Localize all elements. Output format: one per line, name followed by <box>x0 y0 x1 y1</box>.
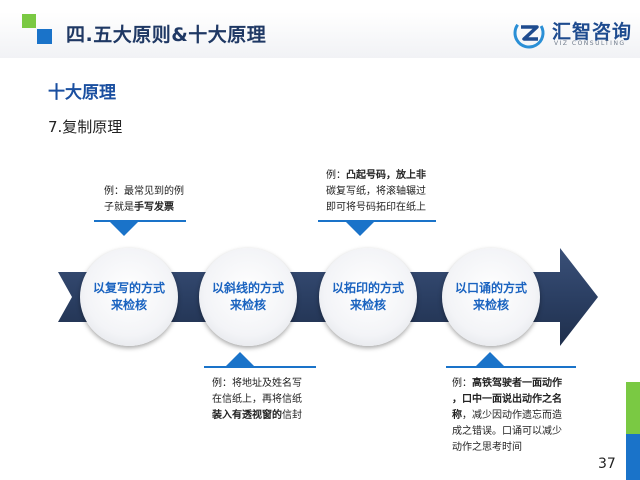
step-circle-4: 以口诵的方式 来检核 <box>442 248 540 346</box>
note-4-line-2: ，口中一面说出动作之名 <box>452 394 562 405</box>
footer-blue-bar <box>626 434 640 480</box>
step-circle-3: 以拓印的方式 来检核 <box>319 248 417 346</box>
note-4: 例：高铁驾驶者一面动作 ，口中一面说出动作之名 称，减少因动作遗忘而造 成之错误… <box>452 376 562 456</box>
header-blue-square <box>37 29 52 44</box>
header-green-square <box>22 14 36 28</box>
note-4-pointer <box>476 352 504 366</box>
step-3-line-1: 以拓印的方式 <box>331 281 404 295</box>
step-2-line-2: 来检核 <box>229 298 266 312</box>
header-band <box>0 12 640 58</box>
note-1-underline <box>94 220 186 222</box>
note-3-line-1b: 凸起号码，放上非 <box>346 170 426 181</box>
logo: 汇智咨询 VIZ CONSULTING <box>512 16 632 50</box>
note-2-line-3b: 信封 <box>282 410 302 421</box>
footer-green-bar <box>626 382 640 434</box>
note-4-line-1b: 高铁驾驶者一面动作 <box>472 378 562 389</box>
logo-subtitle: VIZ CONSULTING <box>554 40 626 47</box>
note-3-pointer <box>346 222 374 236</box>
slide-title: 四.五大原则&十大原理 <box>66 24 267 46</box>
page-number: 37 <box>598 456 616 472</box>
step-4-line-1: 以口诵的方式 <box>454 281 527 295</box>
note-1-pointer <box>110 222 138 236</box>
note-4-line-3b: ，减少因动作遗忘而造 <box>462 410 562 421</box>
step-circle-1: 以复写的方式 来检核 <box>80 248 178 346</box>
note-2: 例：将地址及姓名写 在信纸上，再将信纸 装入有透视窗的信封 <box>212 376 302 424</box>
note-3: 例：凸起号码，放上非 碳复写纸，将滚轴辗过 即可将号码拓印在纸上 <box>326 168 426 216</box>
note-3-line-3: 即可将号码拓印在纸上 <box>326 202 426 213</box>
note-2-line-1: 例：将地址及姓名写 <box>212 378 302 389</box>
note-1-line-2a: 子就是 <box>104 202 134 213</box>
step-circle-2: 以斜线的方式 来检核 <box>199 248 297 346</box>
note-2-overline <box>204 366 316 368</box>
note-2-line-2: 在信纸上，再将信纸 <box>212 394 302 405</box>
logo-icon <box>513 17 545 49</box>
note-3-line-1a: 例： <box>326 170 346 181</box>
note-4-line-3a: 称 <box>452 410 462 421</box>
note-3-underline <box>318 220 436 222</box>
note-1-line-2b: 手写发票 <box>134 202 174 213</box>
subsection-title: 7.复制原理 <box>48 118 123 136</box>
note-1-line-1: 例：最常见到的例 <box>104 186 184 197</box>
note-4-line-5: 动作之思考时间 <box>452 442 522 453</box>
note-2-line-3a: 装入有透视窗的 <box>212 410 282 421</box>
note-4-overline <box>446 366 576 368</box>
step-2-line-1: 以斜线的方式 <box>211 281 284 295</box>
note-3-line-2: 碳复写纸，将滚轴辗过 <box>326 186 426 197</box>
step-4-line-2: 来检核 <box>472 298 509 312</box>
note-1: 例：最常见到的例 子就是手写发票 <box>104 184 184 216</box>
step-1-line-2: 来检核 <box>110 298 147 312</box>
step-3-line-2: 来检核 <box>349 298 386 312</box>
note-4-line-4: 成之错误。口诵可以减少 <box>452 426 562 437</box>
note-4-line-1a: 例： <box>452 378 472 389</box>
section-title: 十大原理 <box>48 83 116 103</box>
logo-name: 汇智咨询 <box>552 21 633 43</box>
note-2-pointer <box>226 352 254 366</box>
step-1-line-1: 以复写的方式 <box>92 281 165 295</box>
